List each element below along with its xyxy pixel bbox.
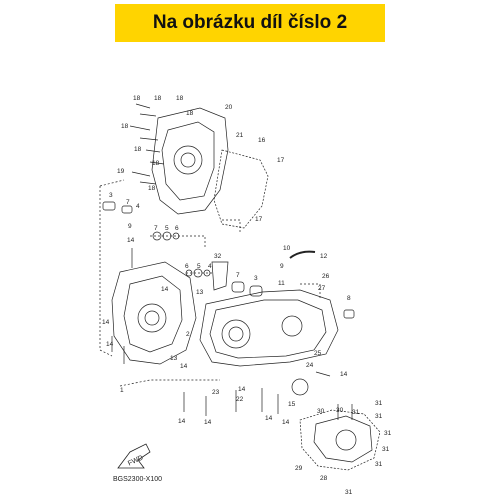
callout-4: 4: [136, 203, 140, 210]
callout-18: 18: [152, 160, 160, 167]
callout-27: 27: [318, 285, 326, 292]
callout-11: 11: [278, 280, 285, 287]
leader-frame: [99, 179, 125, 357]
upper-cover-hole: [173, 145, 203, 175]
callout-31: 31: [375, 461, 383, 468]
callout-18: 18: [121, 123, 129, 130]
callout-6: 6: [185, 263, 189, 270]
callout-14: 14: [161, 286, 169, 293]
callout-9: 9: [280, 263, 284, 270]
callout-29: 29: [295, 465, 303, 472]
callout-3: 3: [254, 275, 258, 282]
dowel-3: [102, 201, 116, 211]
callout-28: 28: [320, 475, 328, 482]
callout-20: 20: [225, 104, 233, 111]
callout-4: 4: [208, 263, 212, 270]
callout-15: 15: [288, 401, 296, 408]
callout-18: 18: [176, 95, 184, 102]
callout-18: 18: [133, 95, 141, 102]
callout-10: 10: [283, 245, 291, 252]
callout-25: 25: [314, 350, 322, 357]
callout-9: 9: [128, 223, 132, 230]
callout-31: 31: [345, 489, 353, 496]
callout-14: 14: [238, 386, 246, 393]
callout-23: 23: [212, 389, 220, 396]
callout-18: 18: [154, 95, 162, 102]
callout-14: 14: [180, 363, 188, 370]
upper-crankcase-cover: [151, 107, 229, 215]
callout-12: 12: [320, 253, 328, 260]
callout-14: 14: [340, 371, 348, 378]
callout-17: 17: [277, 157, 285, 164]
callout-8: 8: [347, 295, 351, 302]
callout-17: 17: [255, 216, 263, 223]
callout-31: 31: [375, 400, 383, 407]
bearing-7: [231, 281, 245, 293]
callout-14: 14: [102, 319, 110, 326]
callout-14: 14: [106, 341, 114, 348]
callout-14: 14: [265, 415, 273, 422]
seal-7: [152, 231, 162, 241]
banner-title: Na obrázku díl číslo 2: [152, 12, 348, 33]
callout-22: 22: [236, 396, 244, 403]
callout-18: 18: [148, 185, 156, 192]
dowel-4: [121, 205, 133, 214]
callout-3: 3: [109, 192, 113, 199]
fwd-arrow-icon: FWD: [117, 443, 151, 469]
left-crankcase-half: [111, 261, 197, 365]
callout-7: 7: [236, 272, 240, 279]
plug-8: [343, 309, 355, 319]
callout-14: 14: [127, 237, 135, 244]
callout-6: 6: [175, 225, 179, 232]
callout-31: 31: [384, 430, 392, 437]
callout-30: 30: [336, 407, 344, 414]
right-crankcase-half: [199, 289, 339, 367]
callout-31: 31: [382, 446, 390, 453]
side-cover-28: [313, 415, 373, 463]
callout-14: 14: [178, 418, 186, 425]
callout-31: 31: [352, 409, 360, 416]
side-cover-29: [299, 409, 381, 471]
callout-18: 18: [186, 110, 194, 117]
callout-1: 1: [120, 387, 124, 394]
callout-18: 18: [134, 146, 142, 153]
callout-7: 7: [154, 225, 158, 232]
gasket-21: [213, 149, 269, 229]
callout-2: 2: [186, 331, 190, 338]
callout-31: 31: [375, 413, 383, 420]
diagram-code: BGS2300-X100: [113, 476, 163, 483]
callout-26: 26: [322, 273, 330, 280]
callout-5: 5: [197, 263, 201, 270]
callout-30: 30: [317, 408, 325, 415]
upper-cover-detail: [161, 121, 215, 201]
title-banner: Na obrázku díl číslo 2: [115, 4, 385, 42]
callout-19: 19: [117, 168, 125, 175]
oil-seal-15: [291, 378, 309, 396]
callout-14: 14: [204, 419, 212, 426]
callout-13: 13: [170, 355, 178, 362]
callout-16: 16: [258, 137, 266, 144]
callout-32: 32: [214, 253, 222, 260]
callout-24: 24: [306, 362, 314, 369]
bracket-32: [211, 261, 229, 291]
callout-5: 5: [165, 225, 169, 232]
callout-7: 7: [126, 199, 130, 206]
callout-14: 14: [282, 419, 290, 426]
callout-13: 13: [196, 289, 204, 296]
callout-21: 21: [236, 132, 244, 139]
bearing-3: [249, 285, 263, 297]
hose-10: [289, 250, 316, 259]
